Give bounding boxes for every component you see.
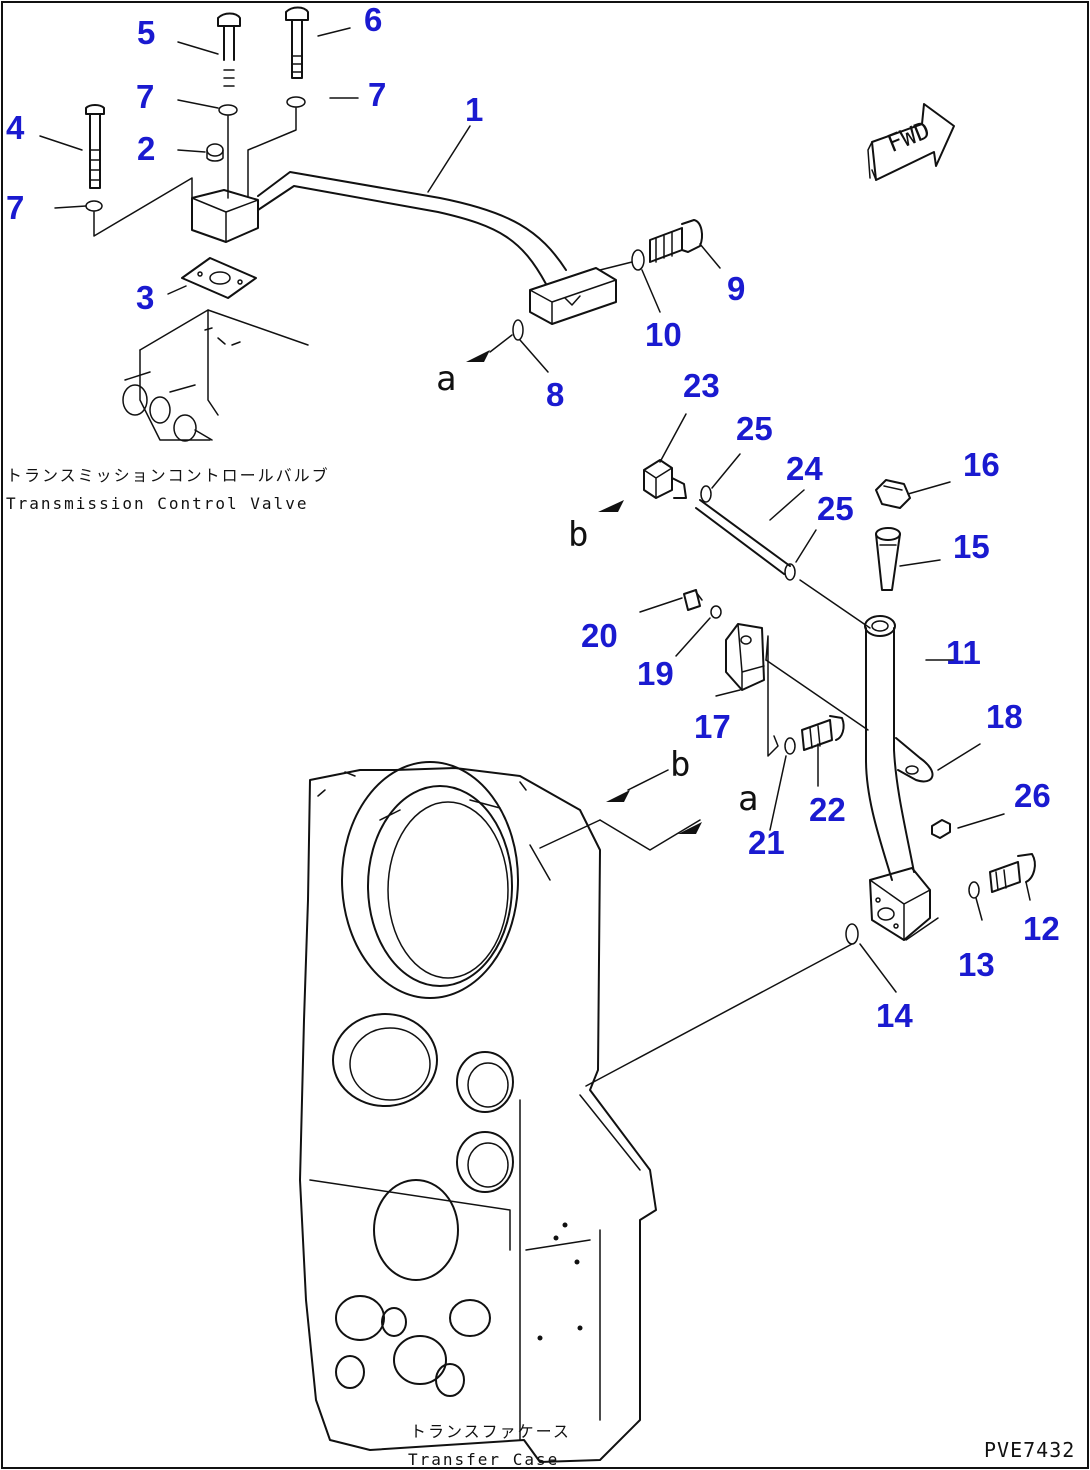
callout-3: 3 bbox=[136, 279, 155, 316]
hose-24 bbox=[695, 499, 791, 575]
callout-14: 14 bbox=[876, 997, 913, 1034]
callout-15: 15 bbox=[953, 528, 990, 565]
o-ring-8 bbox=[512, 319, 524, 341]
callout-24: 24 bbox=[786, 450, 823, 487]
o-ring-14 bbox=[845, 923, 859, 945]
callout-2: 2 bbox=[137, 130, 156, 167]
callout-8: 8 bbox=[546, 376, 565, 413]
bolt-20 bbox=[683, 589, 703, 611]
callout-10: 10 bbox=[645, 316, 682, 353]
gasket bbox=[181, 257, 257, 299]
clip-18 bbox=[895, 737, 934, 783]
washer-7 bbox=[85, 96, 306, 212]
callout-7-c: 7 bbox=[6, 189, 25, 226]
leader-lines-9-10-8 bbox=[489, 243, 721, 373]
ref-a-lower: a bbox=[738, 779, 759, 819]
transfer-case bbox=[299, 761, 657, 1463]
callout-6: 6 bbox=[364, 1, 383, 38]
bolt-6 bbox=[285, 6, 309, 79]
case-caption-jp: トランスファケース bbox=[410, 1422, 571, 1441]
callout-7-a: 7 bbox=[136, 78, 155, 115]
leader-lines-right bbox=[585, 413, 1031, 1087]
bolt-22 bbox=[801, 715, 845, 751]
arrow-a-lower-icon bbox=[678, 822, 702, 834]
callout-11: 11 bbox=[946, 634, 981, 671]
transmission-control-valve bbox=[122, 309, 309, 442]
arrow-b-upper-icon bbox=[598, 500, 624, 512]
arrow-b-lower-icon bbox=[606, 790, 630, 802]
washer-19 bbox=[710, 605, 722, 619]
arrow-a-upper-icon bbox=[466, 350, 490, 362]
ref-a-upper: a bbox=[436, 359, 457, 399]
callout-25-a: 25 bbox=[736, 410, 773, 447]
fwd-arrow-icon bbox=[867, 103, 955, 181]
callout-12: 12 bbox=[1023, 910, 1060, 947]
callout-4: 4 bbox=[6, 109, 25, 146]
valve-caption-jp: トランスミッションコントロールバルブ bbox=[6, 466, 330, 485]
o-ring-25 bbox=[700, 485, 796, 581]
cap-16 bbox=[875, 479, 911, 509]
plug-26 bbox=[931, 819, 951, 839]
bolt-4 bbox=[85, 104, 105, 189]
washer-21 bbox=[784, 737, 796, 755]
ref-b-upper: b bbox=[568, 515, 589, 555]
tube-assembly-1 bbox=[191, 171, 617, 325]
elbow-23 bbox=[643, 459, 687, 499]
drawing-code: PVE7432 bbox=[984, 1438, 1076, 1462]
washer-13 bbox=[968, 881, 980, 899]
leader-lines-upper bbox=[39, 27, 471, 295]
valve-caption-en: Transmission Control Valve bbox=[6, 494, 309, 513]
callout-25-b: 25 bbox=[817, 490, 854, 527]
bolt-9 bbox=[649, 219, 703, 263]
callout-20: 20 bbox=[581, 617, 618, 654]
washer-10 bbox=[631, 249, 645, 271]
callout-18: 18 bbox=[986, 698, 1023, 735]
callout-5: 5 bbox=[137, 14, 156, 51]
callout-17: 17 bbox=[694, 708, 731, 745]
o-ring-2 bbox=[206, 143, 224, 162]
bracket-17 bbox=[725, 623, 765, 691]
callout-9: 9 bbox=[727, 270, 746, 307]
callout-21: 21 bbox=[748, 824, 785, 861]
callout-16: 16 bbox=[963, 446, 1000, 483]
tube-11 bbox=[864, 615, 931, 941]
case-caption-en: Transfer Case bbox=[408, 1450, 560, 1469]
callout-19: 19 bbox=[637, 655, 674, 692]
bolt-12 bbox=[989, 853, 1036, 893]
callout-26: 26 bbox=[1014, 777, 1051, 814]
callout-22: 22 bbox=[809, 791, 846, 828]
dipstick-15 bbox=[875, 527, 901, 591]
ref-b-lower: b bbox=[670, 745, 691, 785]
callout-1: 1 bbox=[465, 91, 484, 128]
bolt-5 bbox=[217, 12, 241, 87]
callout-23: 23 bbox=[683, 367, 720, 404]
connection-lines bbox=[539, 769, 701, 851]
callout-13: 13 bbox=[958, 946, 995, 983]
callout-7-b: 7 bbox=[368, 76, 387, 113]
